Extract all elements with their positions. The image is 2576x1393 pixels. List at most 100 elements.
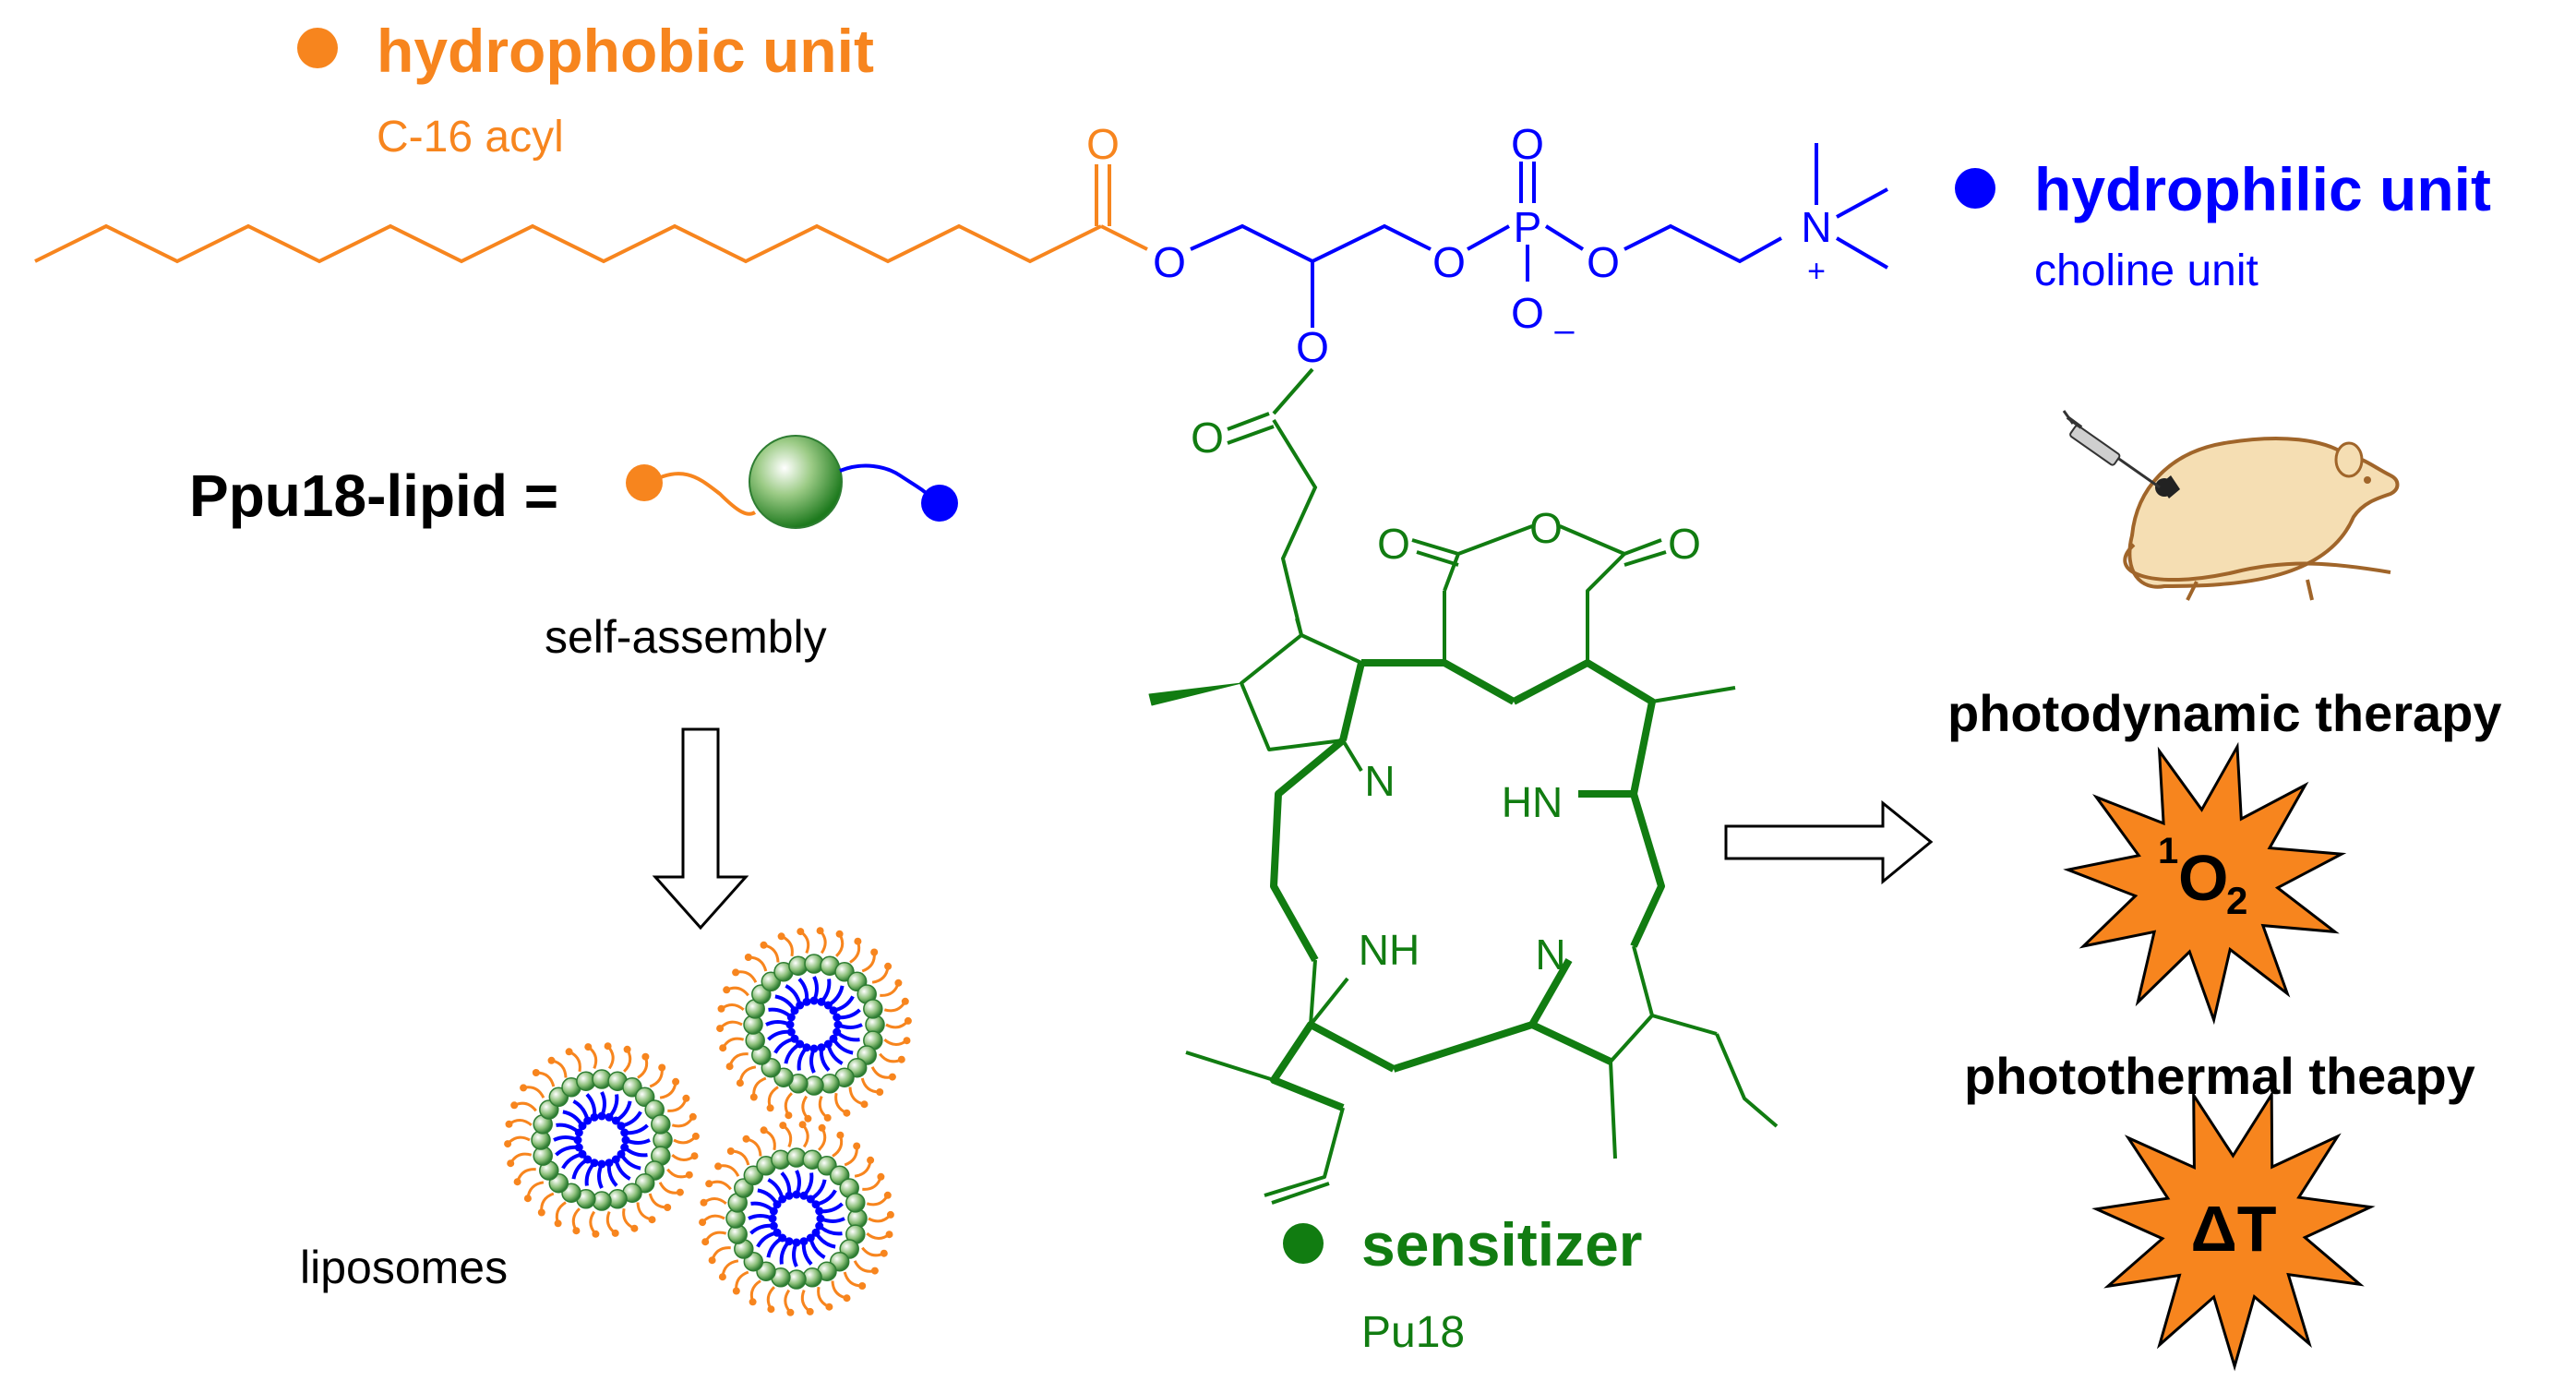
liposome-outer-head [708,1256,716,1265]
liposome-outer-head [823,1113,832,1122]
liposomes-label: liposomes [300,1242,509,1293]
liposome-group [504,927,912,1316]
liposome-inner-head [785,1191,794,1200]
liposome-outer-head [903,1037,911,1045]
syringe-icon [2062,410,2161,489]
liposome-inner-head [809,996,819,1005]
liposome-inner-head [605,1159,614,1168]
liposome-inner-head [621,1135,630,1145]
atom-O-sn2: O [1296,323,1329,371]
liposome-outer-head [886,1210,894,1219]
liposome-outer-head [685,1171,693,1179]
liposome-inner-head [578,1122,587,1131]
mouse-icon [2123,437,2400,601]
liposome-outer-head [523,1195,532,1203]
liposome [504,1042,700,1238]
liposome [699,1121,894,1316]
liposome-outer-head [664,1204,672,1211]
sensitizer-subtitle: Pu18 [1361,1308,1466,1357]
acyl-chain [34,223,1102,264]
liposome-outer-head [513,1178,521,1186]
liposome-inner-head [620,1128,629,1137]
liposome-outer-head [843,1294,851,1303]
liposome-inner-head [796,1039,805,1049]
liposome-inner-head [597,1111,606,1121]
liposome-outer-head [806,1307,814,1315]
liposome [716,927,912,1123]
liposome-inner-head [815,1221,824,1231]
liposome-inner-head [773,1228,782,1237]
liposome-outer-head [779,1122,787,1130]
liposome-outer-head [854,937,862,945]
self-assembly-arrow [652,727,749,931]
atom-O-acyl-carbonyl: O [1086,120,1120,168]
liposome-inner-head [833,1013,842,1022]
liposome-outer-head [604,1042,612,1051]
liposome-outer-head [816,927,824,935]
hydrophilic-legend-dot [1955,168,1995,209]
liposome-inner-head [802,997,811,1006]
sensitizer-legend-dot [1283,1223,1324,1264]
photothermal-therapy-label: photothermal theapy [1964,1047,2475,1105]
liposome-outer-head [565,1048,573,1056]
liposome-inner-head [796,1001,805,1010]
liposome-outer-head [504,1140,512,1148]
liposome-outer-head [858,1282,867,1290]
liposome-outer-head [726,1147,735,1155]
liposome-outer-head [717,1004,725,1013]
liposome-inner-head [817,1043,826,1052]
liposome-inner-head [611,1116,620,1125]
liposome-outer-head [719,1044,727,1052]
hydrophilic-title: hydrophilic unit [2034,155,2491,223]
schematic-hydrophobic-bead [626,464,663,501]
liposome-outer-head [701,1238,710,1246]
choline-chain [1623,223,1782,264]
self-assembly-label: self-assembly [545,611,827,663]
hydrophobic-title: hydrophobic unit [377,17,874,85]
liposome-inner-head [790,1006,799,1015]
liposome-inner-head [617,1149,626,1159]
liposome-outer-head [641,1052,650,1061]
heat-burst [2091,1089,2376,1372]
liposome-outer-head [690,1152,699,1160]
stereo-wedge [1148,682,1242,706]
liposome-outer-head [825,1303,833,1311]
liposome-inner-head [583,1116,593,1125]
liposome-outer-head [835,930,844,938]
liposome-inner-head [773,1200,782,1209]
liposome-inner-head [809,1044,819,1053]
liposome-outer-head [705,1180,713,1188]
liposome-outer-head [658,1063,666,1072]
ammonium-methyl-3 [1835,236,1889,270]
liposome-inner-head [574,1128,583,1137]
atom-N-ring-A: N [1364,757,1395,805]
schematic-hydrophilic-tail [839,463,934,500]
singlet-oxygen-main: O [2178,842,2228,914]
atom-minus-charge: – [1554,311,1575,350]
ppu18-lipid-name: Ppu18-lipid = [189,462,559,529]
liposome-inner-head [799,1191,809,1200]
atom-O-phosphate-ester: O [1587,238,1620,286]
liposome-outer-head [689,1112,697,1121]
sensitizer-title: sensitizer [1361,1210,1643,1279]
liposome-outer-head [760,1126,768,1135]
linker-bond-1 [1272,367,1314,415]
liposome-inner-head [769,1207,778,1216]
liposome-outer-head [592,1230,600,1238]
liposome-inner-head [574,1143,583,1152]
liposome-outer-head [714,1162,723,1171]
liposome-inner-head [785,1020,795,1029]
linker-carbonyl-a [1227,412,1270,431]
liposome-inner-head [597,1159,606,1169]
liposome-inner-head [578,1149,587,1159]
liposome-inner-head [811,1228,821,1237]
outcome-arrow [1724,799,1934,885]
liposome-inner-head [573,1135,582,1145]
liposome-sensitizer-bead [845,1193,866,1213]
hydrophobic-legend-dot [297,28,338,68]
liposome-inner-head [806,1233,815,1243]
liposome-outer-head [691,1132,700,1140]
liposome-outer-head [804,1114,812,1123]
atom-P: P [1514,203,1542,251]
